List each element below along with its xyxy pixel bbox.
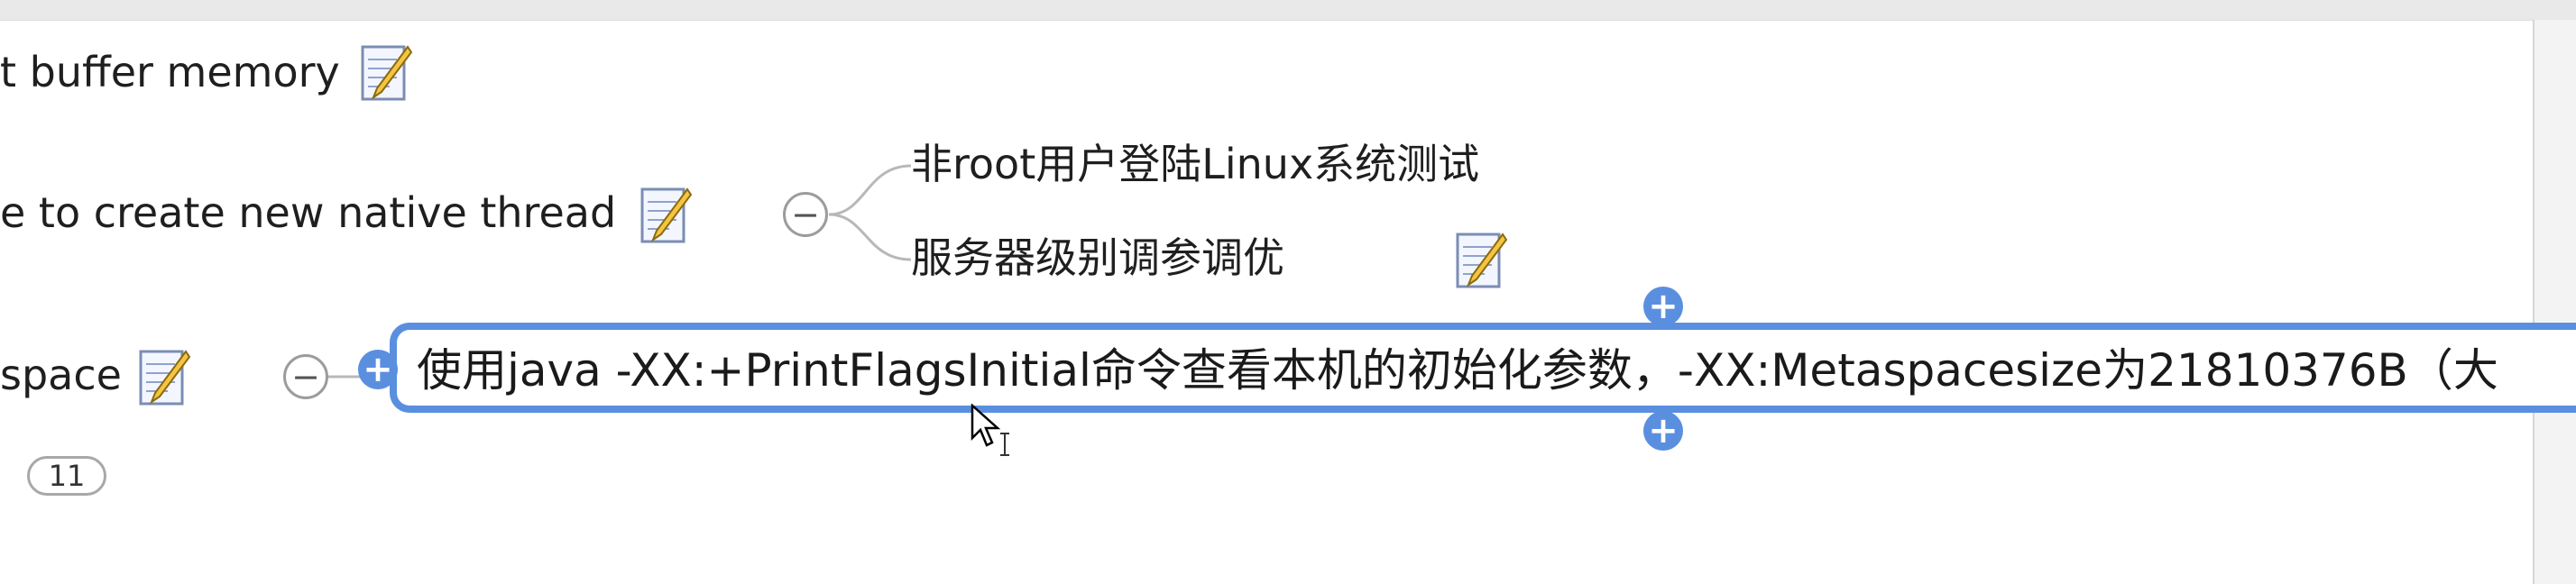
window-top-border xyxy=(0,0,2576,21)
add-topic-icon[interactable]: + xyxy=(358,350,398,389)
collapse-symbol: − xyxy=(291,357,320,397)
collapse-icon[interactable]: − xyxy=(283,354,328,399)
note-icon[interactable] xyxy=(359,41,413,105)
topic-native-thread[interactable]: e to create new native thread xyxy=(0,186,616,240)
add-topic-icon[interactable]: + xyxy=(1643,287,1683,326)
topic-server-tuning-label: 服务器级别调参调优 xyxy=(911,233,1284,282)
hidden-count-value: 11 xyxy=(48,459,86,493)
text-caret-icon xyxy=(1000,433,1009,456)
selected-topic-text[interactable]: 使用java -XX:+PrintFlagsInitial命令查看本机的初始化参… xyxy=(417,344,2498,397)
topic-nonroot-login-label: 非root用户登陆Linux系统测试 xyxy=(911,140,1480,188)
add-topic-symbol-bottom: + xyxy=(1648,410,1679,452)
mouse-cursor-icon xyxy=(971,404,1001,447)
topic-buffer-memory-label: t buffer memory xyxy=(0,48,340,96)
topic-buffer-memory[interactable]: t buffer memory xyxy=(0,45,340,99)
topic-metaspace-label: space xyxy=(0,351,122,399)
add-topic-icon[interactable]: + xyxy=(1643,411,1683,451)
note-icon[interactable] xyxy=(1454,229,1508,292)
add-topic-symbol-left: + xyxy=(363,349,393,390)
note-icon[interactable] xyxy=(137,346,191,409)
hidden-count-badge[interactable]: 11 xyxy=(27,456,106,496)
topic-native-thread-label: e to create new native thread xyxy=(0,188,617,237)
note-icon[interactable] xyxy=(639,184,693,247)
collapse-symbol: − xyxy=(791,195,820,234)
selected-topic[interactable]: 使用java -XX:+PrintFlagsInitial命令查看本机的初始化参… xyxy=(390,323,2576,413)
vertical-scrollbar[interactable] xyxy=(2533,20,2576,584)
topic-nonroot-login[interactable]: 非root用户登陆Linux系统测试 xyxy=(911,137,1479,191)
topic-metaspace[interactable]: space xyxy=(0,348,122,402)
collapse-icon[interactable]: − xyxy=(783,192,828,237)
topic-server-tuning[interactable]: 服务器级别调参调优 xyxy=(911,231,1284,285)
add-topic-symbol-top: + xyxy=(1648,286,1679,327)
